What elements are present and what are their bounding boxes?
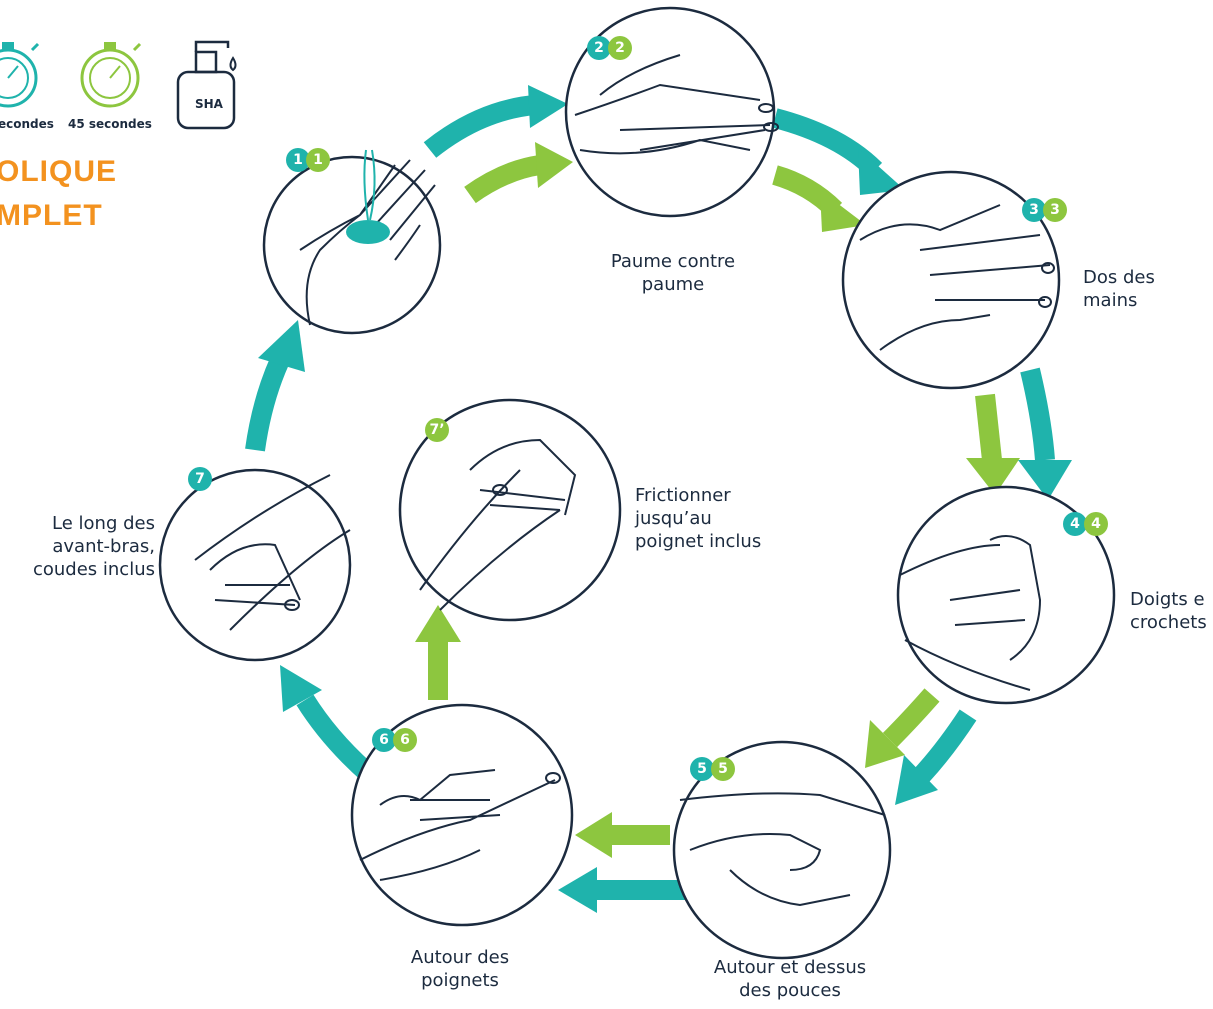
step-4-badge-lime: 4 bbox=[1084, 512, 1108, 536]
step-4-illustration bbox=[896, 485, 1116, 705]
timer-teal-label: 30 secondes bbox=[0, 117, 54, 131]
step-1-illustration bbox=[262, 149, 442, 335]
step-5-illustration bbox=[672, 740, 892, 960]
step-7-badge-teal: 7 bbox=[188, 467, 212, 491]
step-7prime-badge-lime: 7’ bbox=[425, 418, 449, 442]
step-3-badge-lime: 3 bbox=[1043, 198, 1067, 222]
step-5-caption: Autour et dessus des pouces bbox=[713, 957, 867, 1001]
step-4-badge-teal: 4 bbox=[1063, 512, 1087, 536]
arrow-6-to-7-teal bbox=[280, 665, 377, 783]
step-6-badge-lime: 6 bbox=[393, 728, 417, 752]
arrow-4-to-5-lime bbox=[865, 688, 940, 768]
step-5-badge-teal: 5 bbox=[690, 757, 714, 781]
step-4-caption: Doigts e crochets bbox=[1130, 589, 1207, 633]
arrow-4-to-5-teal bbox=[895, 709, 977, 805]
page-title: OLIQUE MPLET bbox=[0, 150, 117, 238]
title-line-1: OLIQUE bbox=[0, 155, 118, 188]
step-2-badge-lime: 2 bbox=[608, 36, 632, 60]
soap-bottle-icon bbox=[176, 40, 237, 130]
stopwatch-teal-icon bbox=[0, 42, 40, 108]
arrow-6-to-7prime-lime bbox=[415, 605, 461, 700]
step-2-illustration bbox=[564, 6, 779, 218]
step-6-illustration bbox=[350, 703, 574, 927]
arrow-5-to-6-lime bbox=[575, 812, 670, 858]
arrow-3-to-4-lime bbox=[966, 393, 1020, 495]
step-7-caption: Le long des avant-bras, coudes inclus bbox=[32, 513, 155, 580]
arrow-3-to-4-teal bbox=[1018, 367, 1072, 500]
step-3-badge-teal: 3 bbox=[1022, 198, 1046, 222]
step-3-caption: Dos des mains bbox=[1083, 267, 1155, 311]
step-3-illustration bbox=[841, 170, 1061, 390]
step-7prime-caption: Frictionner jusqu’au poignet inclus bbox=[635, 485, 762, 552]
step-6-caption: Autour des poignets bbox=[410, 947, 510, 991]
timer-lime-label: 45 secondes bbox=[68, 117, 152, 131]
step-1-badge-lime: 1 bbox=[306, 148, 330, 172]
arrow-1-to-2-teal bbox=[423, 85, 568, 158]
arrow-7-to-1-teal bbox=[245, 320, 305, 452]
step-2-badge-teal: 2 bbox=[587, 36, 611, 60]
step-7prime-illustration bbox=[398, 398, 622, 622]
title-line-2: MPLET bbox=[0, 199, 103, 232]
arrow-2-to-3-lime bbox=[772, 165, 866, 232]
step-7-illustration bbox=[158, 468, 352, 662]
step-5-badge-lime: 5 bbox=[711, 757, 735, 781]
bottle-label: SHA bbox=[195, 97, 223, 111]
step-6-badge-teal: 6 bbox=[372, 728, 396, 752]
arrow-1-to-2-lime bbox=[464, 142, 573, 204]
step-2-caption: Paume contre paume bbox=[610, 251, 736, 295]
stopwatch-lime-icon bbox=[80, 42, 142, 108]
arrow-2-to-3-teal bbox=[772, 108, 905, 195]
arrow-5-to-6-teal bbox=[558, 867, 685, 913]
